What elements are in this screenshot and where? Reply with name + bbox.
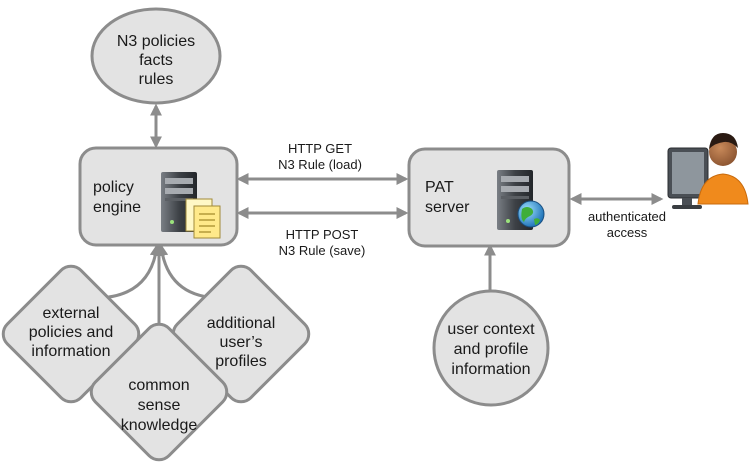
user-at-computer-icon (667, 133, 749, 209)
pat-line-1: PAT (425, 179, 454, 196)
engine-line-1: policy (93, 179, 134, 196)
server-with-globe-icon (497, 170, 545, 230)
server-with-documents-icon (161, 172, 221, 239)
common-line-2: sense (138, 397, 181, 414)
engine-line-2: engine (93, 199, 141, 216)
usercontext-line-3: information (451, 361, 530, 378)
auth-label-line-1: authenticated (588, 209, 666, 224)
usercontext-line-1: user context (447, 321, 535, 338)
common-line-3: knowledge (121, 417, 198, 434)
pat-line-2: server (425, 199, 470, 216)
policies-line-3: rules (139, 71, 174, 88)
external-line-1: external (43, 305, 100, 322)
post-label-line-1: HTTP POST (286, 227, 359, 242)
node-user-context: user context and profile information (432, 289, 550, 407)
common-line-1: common (128, 377, 189, 394)
additional-line-3: profiles (215, 353, 267, 370)
additional-line-2: user’s (220, 334, 263, 351)
node-policy-engine: policy engine (78, 146, 239, 247)
external-line-2: policies and (29, 324, 114, 341)
node-pat-server: PAT server (407, 147, 571, 248)
external-line-3: information (31, 343, 110, 360)
get-label-line-2: N3 Rule (load) (278, 157, 362, 172)
usercontext-line-2: and profile (454, 341, 529, 358)
node-external-policies: external policies and information (1, 264, 141, 404)
post-label-line-2: N3 Rule (save) (279, 243, 366, 258)
policies-line-1: N3 policies (117, 33, 195, 50)
node-policies-bubble: N3 policies facts rules (90, 7, 222, 105)
additional-line-1: additional (207, 315, 276, 332)
auth-label-line-2: access (607, 225, 648, 240)
policies-line-2: facts (139, 52, 173, 69)
get-label-line-1: HTTP GET (288, 141, 352, 156)
node-common-sense: common sense knowledge (89, 322, 229, 462)
